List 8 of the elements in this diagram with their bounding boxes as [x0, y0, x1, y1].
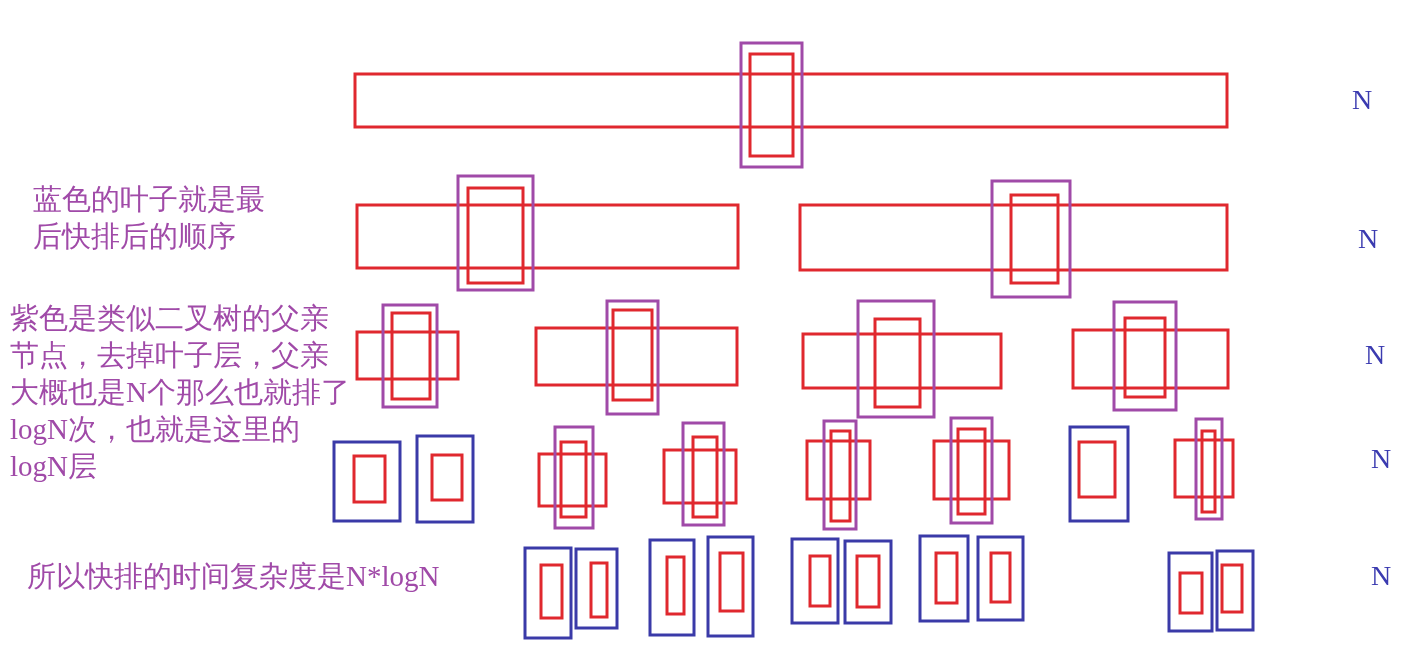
level-count-label: N	[1358, 223, 1379, 255]
annotation-text: 紫色是类似二叉树的父亲节点，去掉叶子层，父亲大概也是N个那么也就排了logN次，也就是这里的logN层	[10, 301, 351, 484]
annotation-text: 所以快排的时间复杂度是N*logN	[27, 559, 441, 594]
annotation-text: 蓝色的叶子就是最后快排后的顺序	[33, 182, 266, 254]
level-count-label: N	[1365, 339, 1386, 371]
level-count-label: N	[1371, 560, 1392, 592]
level-count-label: N	[1371, 443, 1392, 475]
level-count-label: N	[1352, 84, 1373, 116]
